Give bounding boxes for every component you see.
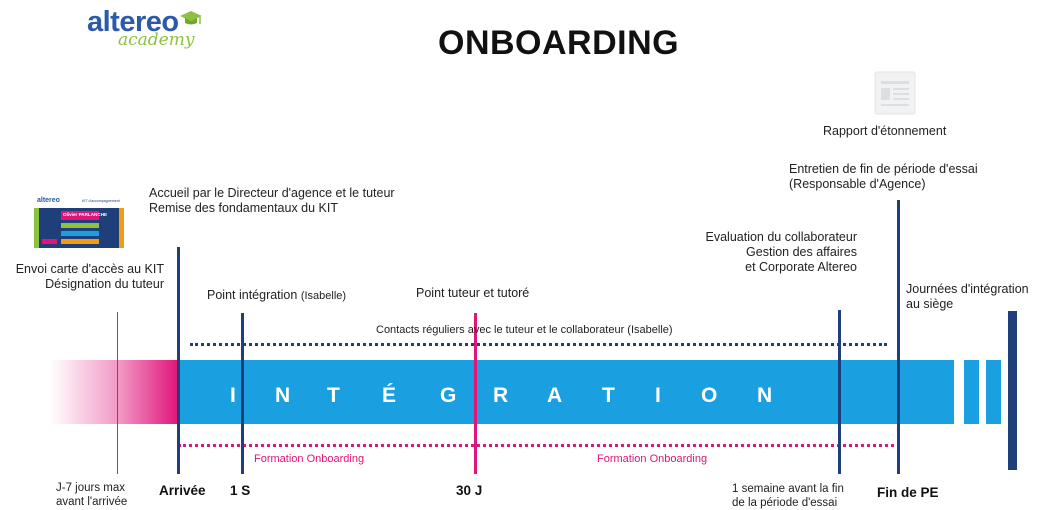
entretien-label: Entretien de fin de période d'essai (Res… — [789, 162, 978, 192]
journees-label-line2: au siège — [906, 297, 954, 311]
formation-label-2: Formation Onboarding — [597, 453, 708, 465]
point-integration-label: Point intégration (Isabelle) — [207, 288, 346, 304]
page-title: ONBOARDING — [438, 24, 680, 62]
kit-card-row-3 — [42, 239, 57, 244]
kit-card-row-2 — [61, 231, 99, 236]
j7-marker-line — [117, 312, 118, 474]
kit-card-header — [34, 196, 124, 208]
logo-brand-text: altereo — [87, 6, 179, 38]
evaluation-label-line2: Gestion des affaires — [746, 245, 857, 259]
formation-label-1: Formation Onboarding — [254, 453, 365, 465]
graduation-cap-icon — [180, 11, 202, 25]
band-letter-4: É — [382, 384, 397, 407]
kit-label-line1: Envoi carte d'accès au KIT — [15, 262, 164, 276]
kit-card-name: Olivier PARLANCHE — [63, 212, 108, 217]
one-week-axis-label: 1 S — [230, 483, 251, 498]
contacts-label: Contacts réguliers avec le tuteur et le … — [376, 324, 673, 336]
kit-card-heading: KIT d'accompagnement — [82, 199, 120, 203]
band-letter-7: A — [547, 384, 563, 407]
formation-dotted-line — [178, 444, 900, 447]
evaluation-label-line3: et Corporate Altereo — [745, 260, 857, 274]
kit-card-brand: altereo — [37, 197, 60, 204]
kit-card-row-1 — [61, 223, 99, 228]
document-icon — [874, 71, 916, 115]
kit-label-line2: Désignation du tuteur — [45, 277, 164, 291]
band-letter-6: R — [493, 384, 509, 407]
accueil-label-line1: Accueil par le Directeur d'agence et le … — [149, 186, 395, 200]
arrivee-marker-line — [177, 247, 180, 474]
thirty-days-marker-line — [474, 313, 477, 474]
journees-marker-bar — [1008, 311, 1017, 470]
thirty-days-axis-label: 30 J — [456, 483, 483, 498]
evaluation-marker-line — [838, 310, 841, 474]
band-letter-8: T — [602, 384, 615, 407]
kit-card-stripe-orange — [119, 208, 124, 248]
kit-card-row-4 — [61, 239, 99, 244]
integration-band-segment-3 — [986, 360, 1001, 424]
band-letter-1: I — [230, 384, 236, 407]
band-letter-9: I — [655, 384, 661, 407]
logo-academy-text: academy — [118, 30, 195, 50]
integration-band — [178, 360, 954, 424]
integration-band-segment-2 — [964, 360, 979, 424]
evaluation-label: Evaluation du collaborateur Gestion des … — [700, 230, 858, 275]
fin-pe-marker-line — [897, 200, 900, 474]
arrivee-axis-label: Arrivée — [159, 483, 206, 498]
kit-card-stripe-green — [34, 208, 39, 248]
altereo-academy-logo: altereo academy — [87, 6, 217, 54]
accueil-label-line2: Remise des fondamentaux du KIT — [149, 201, 338, 215]
semaine-axis-line2: de la période d'essai — [732, 497, 838, 509]
band-letter-3: T — [327, 384, 340, 407]
contacts-dotted-line — [190, 343, 887, 346]
point-tuteur-label: Point tuteur et tutoré — [416, 286, 530, 300]
entretien-label-line1: Entretien de fin de période d'essai — [789, 162, 978, 176]
band-letter-5: G — [440, 384, 457, 407]
point-integration-main: Point intégration — [207, 288, 301, 302]
j7-axis-label: J-7 jours max avant l'arrivée — [56, 481, 127, 509]
band-letter-10: O — [701, 384, 718, 407]
integration-band-fade — [50, 360, 178, 424]
kit-label: Envoi carte d'accès au KIT Désignation d… — [8, 262, 164, 292]
journees-label-line1: Journées d'intégration — [906, 282, 1029, 296]
semaine-axis-line1: 1 semaine avant la fin — [732, 483, 844, 495]
j7-axis-line1: J-7 jours max — [56, 482, 126, 494]
kit-card-namebar — [61, 211, 99, 220]
one-week-marker-line — [241, 313, 244, 474]
rapport-label: Rapport d'étonnement — [823, 124, 947, 138]
journees-label: Journées d'intégration au siège — [906, 282, 1029, 312]
kit-card-icon: altereo KIT d'accompagnement Olivier PAR… — [34, 196, 124, 248]
fin-pe-axis-label: Fin de PE — [877, 485, 939, 500]
j7-axis-line2: avant l'arrivée — [56, 496, 128, 508]
evaluation-label-line1: Evaluation du collaborateur — [705, 230, 858, 244]
semaine-axis-label: 1 semaine avant la fin de la période d'e… — [732, 482, 844, 510]
band-letter-2: N — [275, 384, 291, 407]
point-integration-who: (Isabelle) — [300, 290, 347, 302]
entretien-label-line2: (Responsable d'Agence) — [789, 177, 926, 191]
accueil-label: Accueil par le Directeur d'agence et le … — [149, 186, 395, 216]
band-letter-11: N — [757, 384, 773, 407]
